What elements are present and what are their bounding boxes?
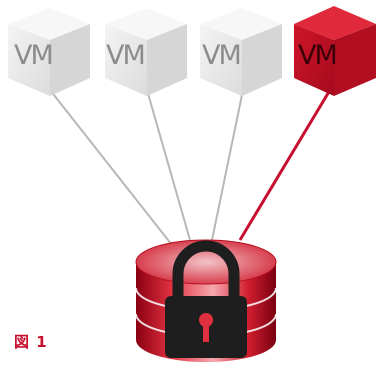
vm-label-2: VM	[106, 40, 144, 71]
vm-label-1: VM	[14, 40, 52, 71]
connector-lines	[49, 89, 332, 246]
figure-label: 図 1	[14, 333, 48, 351]
vm-label-4: VM	[298, 40, 336, 71]
vm-cube-1: VM	[8, 8, 90, 96]
lock-icon	[165, 240, 247, 358]
connector-line-vm-2	[146, 89, 191, 241]
vm-label-3: VM	[202, 40, 240, 71]
vm-cube-3: VM	[200, 8, 282, 96]
vm-cube-4-highlighted: VM	[294, 6, 376, 96]
connector-line-vm-3	[211, 89, 244, 241]
connector-line-vm-4	[238, 89, 332, 241]
vm-cube-2: VM	[105, 8, 187, 96]
connector-line-vm-1	[49, 89, 173, 246]
